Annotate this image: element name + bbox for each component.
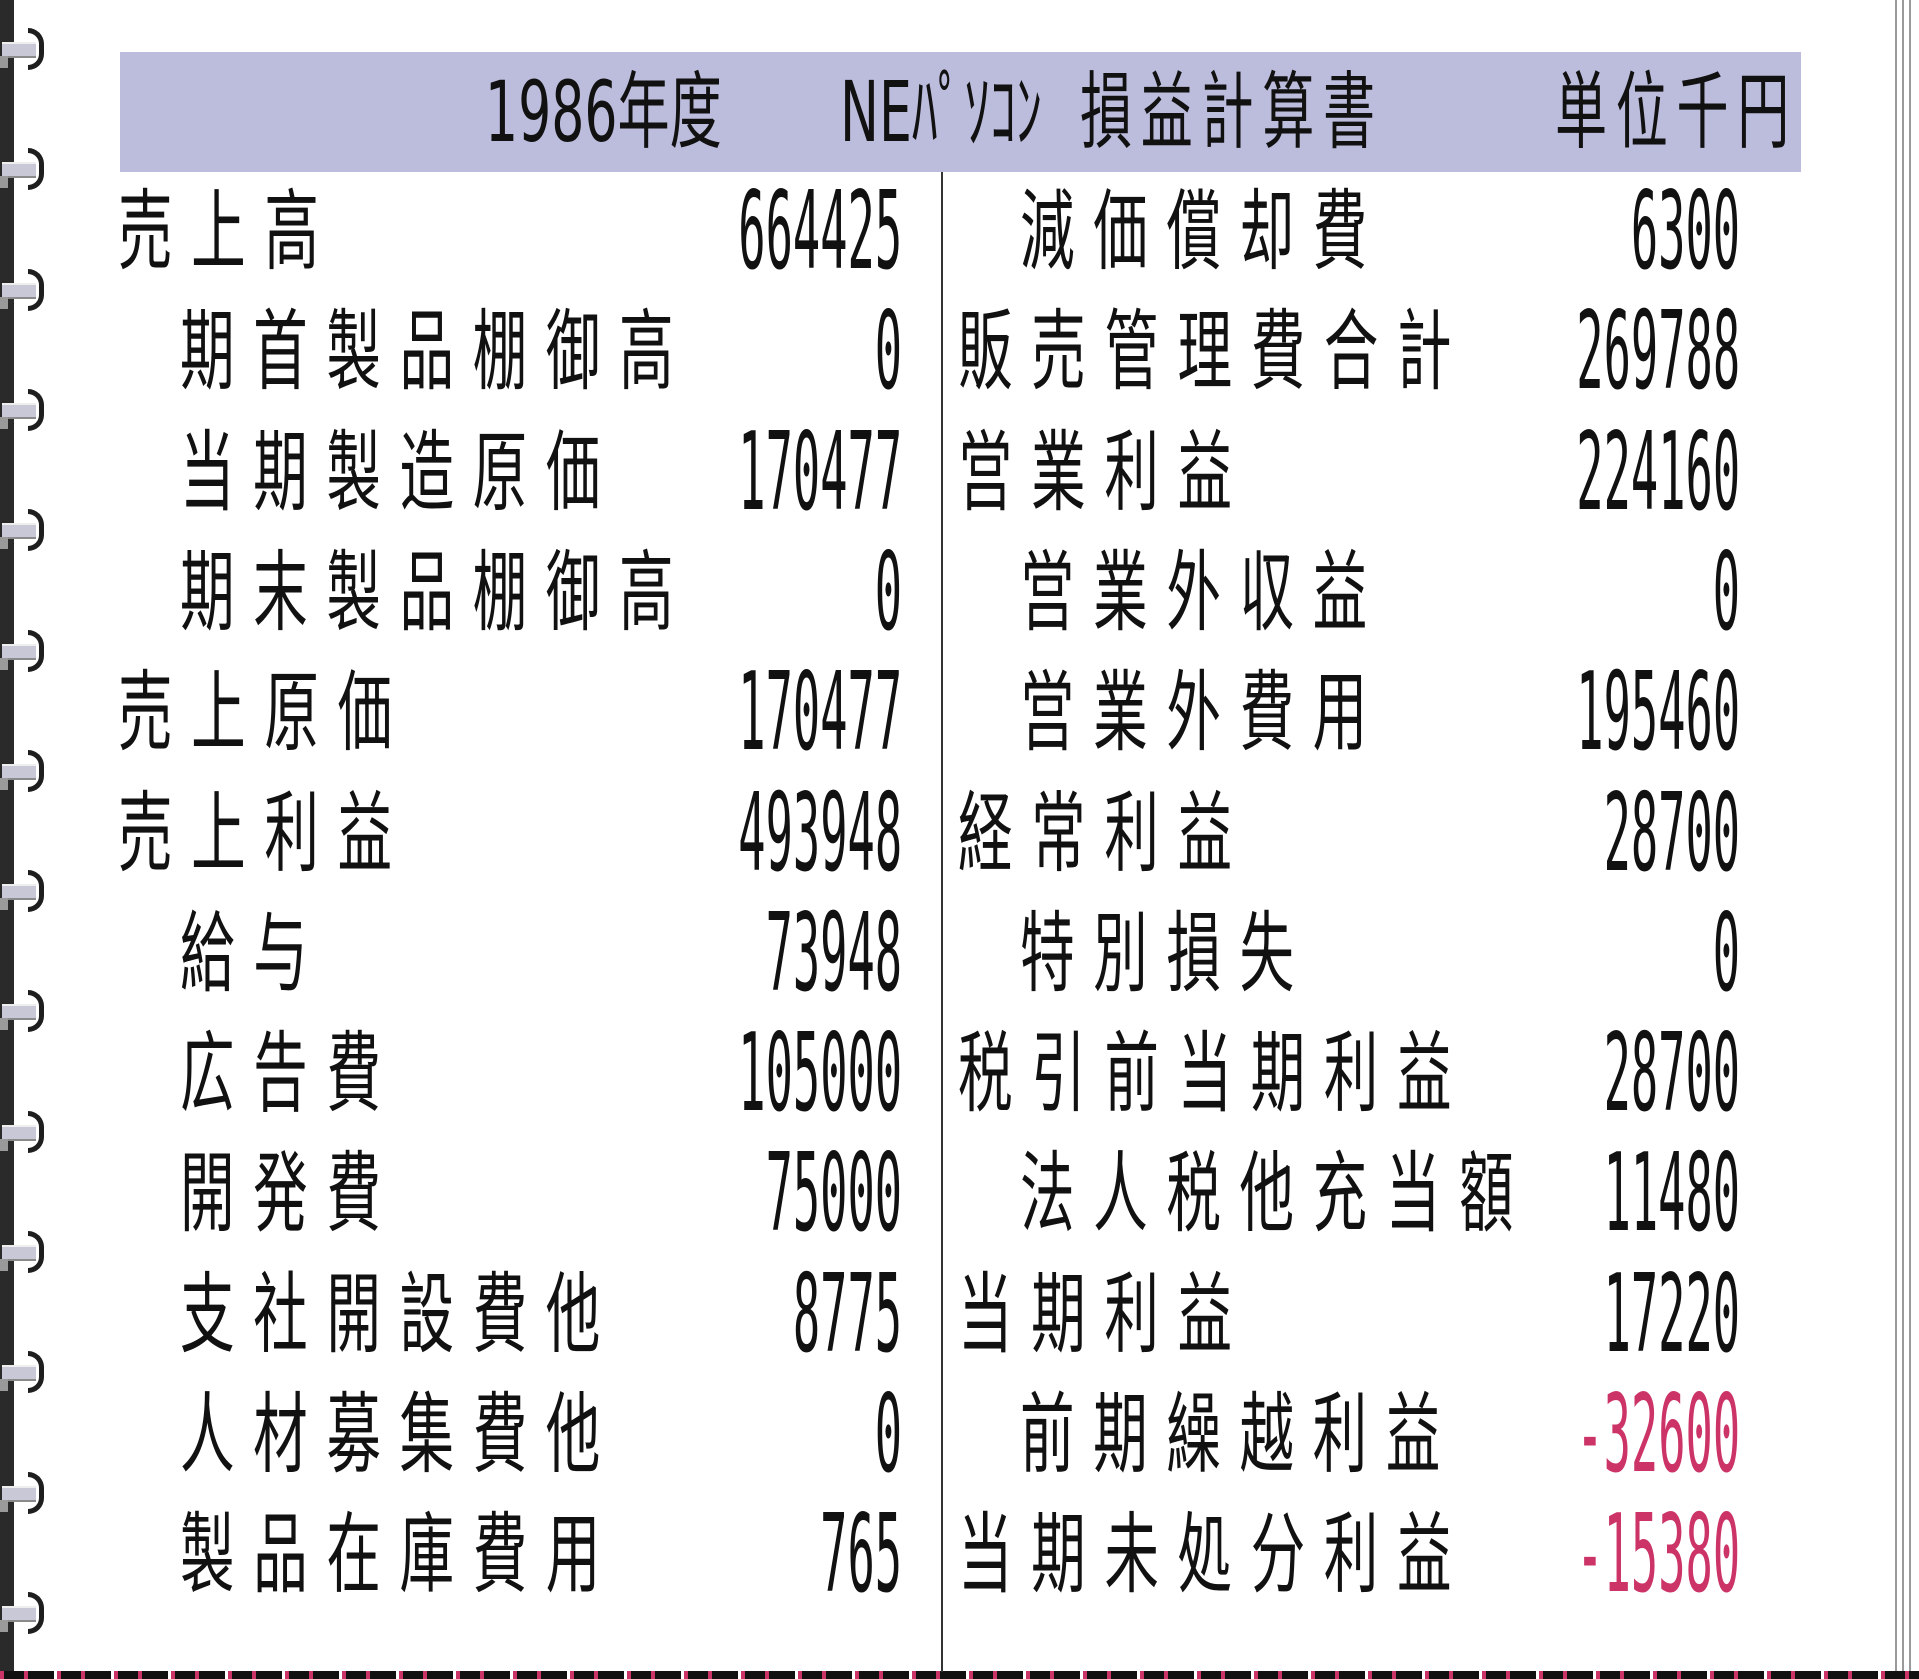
row-value: -15380	[1576, 1492, 1740, 1618]
unit-label: 単位千円	[1555, 63, 1799, 161]
fiscal-year: 1986年度	[485, 63, 722, 161]
row-value: 73948	[765, 890, 902, 1016]
row-label: 経常利益	[958, 781, 1251, 885]
row-value: 664425	[738, 169, 902, 294]
binder-ring	[0, 749, 48, 794]
binder-ring	[0, 268, 48, 313]
row-value: 224160	[1576, 409, 1740, 535]
row-label: 期首製品棚御高	[180, 300, 693, 404]
report-header: 1986年度 NEﾊﾟｿｺﾝ 損益計算書 単位千円	[120, 52, 1801, 172]
binder-spine	[0, 0, 14, 1672]
row-label: 税引前当期利益	[958, 1022, 1471, 1126]
row-value: 0	[874, 289, 902, 415]
row-label: 給与	[180, 901, 327, 1005]
binder-ring	[0, 870, 48, 914]
row-label: 広告費	[180, 1022, 400, 1126]
row-label: 当期利益	[958, 1262, 1251, 1366]
binder-ring	[0, 388, 48, 433]
row-label: 期末製品棚御高	[180, 540, 693, 644]
row-label: 支社開設費他	[180, 1262, 619, 1366]
row-label: 特別損失	[1020, 901, 1313, 1005]
binder-ring	[0, 990, 48, 1034]
bottom-border-strip	[0, 1671, 1919, 1679]
row-value: 0	[874, 1372, 902, 1497]
binder-ring	[0, 28, 48, 72]
row-label: 営業外収益	[1020, 540, 1386, 644]
page-edge-border	[1892, 0, 1916, 1672]
row-value: 75000	[765, 1131, 902, 1257]
company-name: NEﾊﾟｿｺﾝ	[840, 63, 1043, 161]
row-value: 765	[820, 1492, 902, 1618]
row-label: 売上利益	[118, 781, 411, 885]
row-value: 28700	[1603, 770, 1740, 896]
row-value: -32600	[1576, 1372, 1740, 1497]
row-value: 0	[1712, 890, 1740, 1016]
row-label: 営業外費用	[1020, 661, 1386, 765]
binder-ring	[0, 1110, 48, 1155]
column-divider	[941, 172, 943, 1672]
row-label: 販売管理費合計	[958, 300, 1471, 404]
row-label: 前期繰越利益	[1020, 1383, 1459, 1486]
row-value: 11480	[1603, 1131, 1740, 1257]
row-label: 売上高	[118, 180, 338, 283]
report-title: 損益計算書	[1080, 63, 1384, 161]
row-value: 8775	[792, 1251, 902, 1377]
row-label: 売上原価	[118, 661, 411, 765]
row-value: 170477	[738, 409, 902, 535]
row-label: 当期製造原価	[180, 420, 619, 524]
row-value: 105000	[738, 1011, 902, 1137]
row-value: 0	[874, 529, 902, 655]
row-value: 170477	[738, 650, 902, 776]
row-value: 6300	[1630, 169, 1740, 294]
row-label: 開発費	[180, 1142, 400, 1246]
row-label: 法人税他充当額	[1020, 1142, 1533, 1246]
binder-ring	[0, 1351, 48, 1395]
row-value: 195460	[1576, 650, 1740, 776]
row-label: 減価償却費	[1020, 180, 1386, 283]
row-label: 人材募集費他	[180, 1383, 619, 1486]
binder-ring	[0, 1471, 48, 1516]
row-label: 営業利益	[958, 420, 1251, 524]
row-value: 17220	[1603, 1251, 1740, 1377]
row-value: 0	[1712, 529, 1740, 655]
binder-ring	[0, 509, 48, 553]
binder-ring	[0, 148, 48, 192]
row-label: 製品在庫費用	[180, 1503, 619, 1607]
row-value: 493948	[738, 770, 902, 896]
row-value: 269788	[1576, 289, 1740, 415]
row-value: 28700	[1603, 1011, 1740, 1137]
binder-ring	[0, 629, 48, 674]
row-label: 当期未処分利益	[958, 1503, 1471, 1607]
binder-ring	[0, 1231, 48, 1275]
binder-ring	[0, 1591, 48, 1636]
